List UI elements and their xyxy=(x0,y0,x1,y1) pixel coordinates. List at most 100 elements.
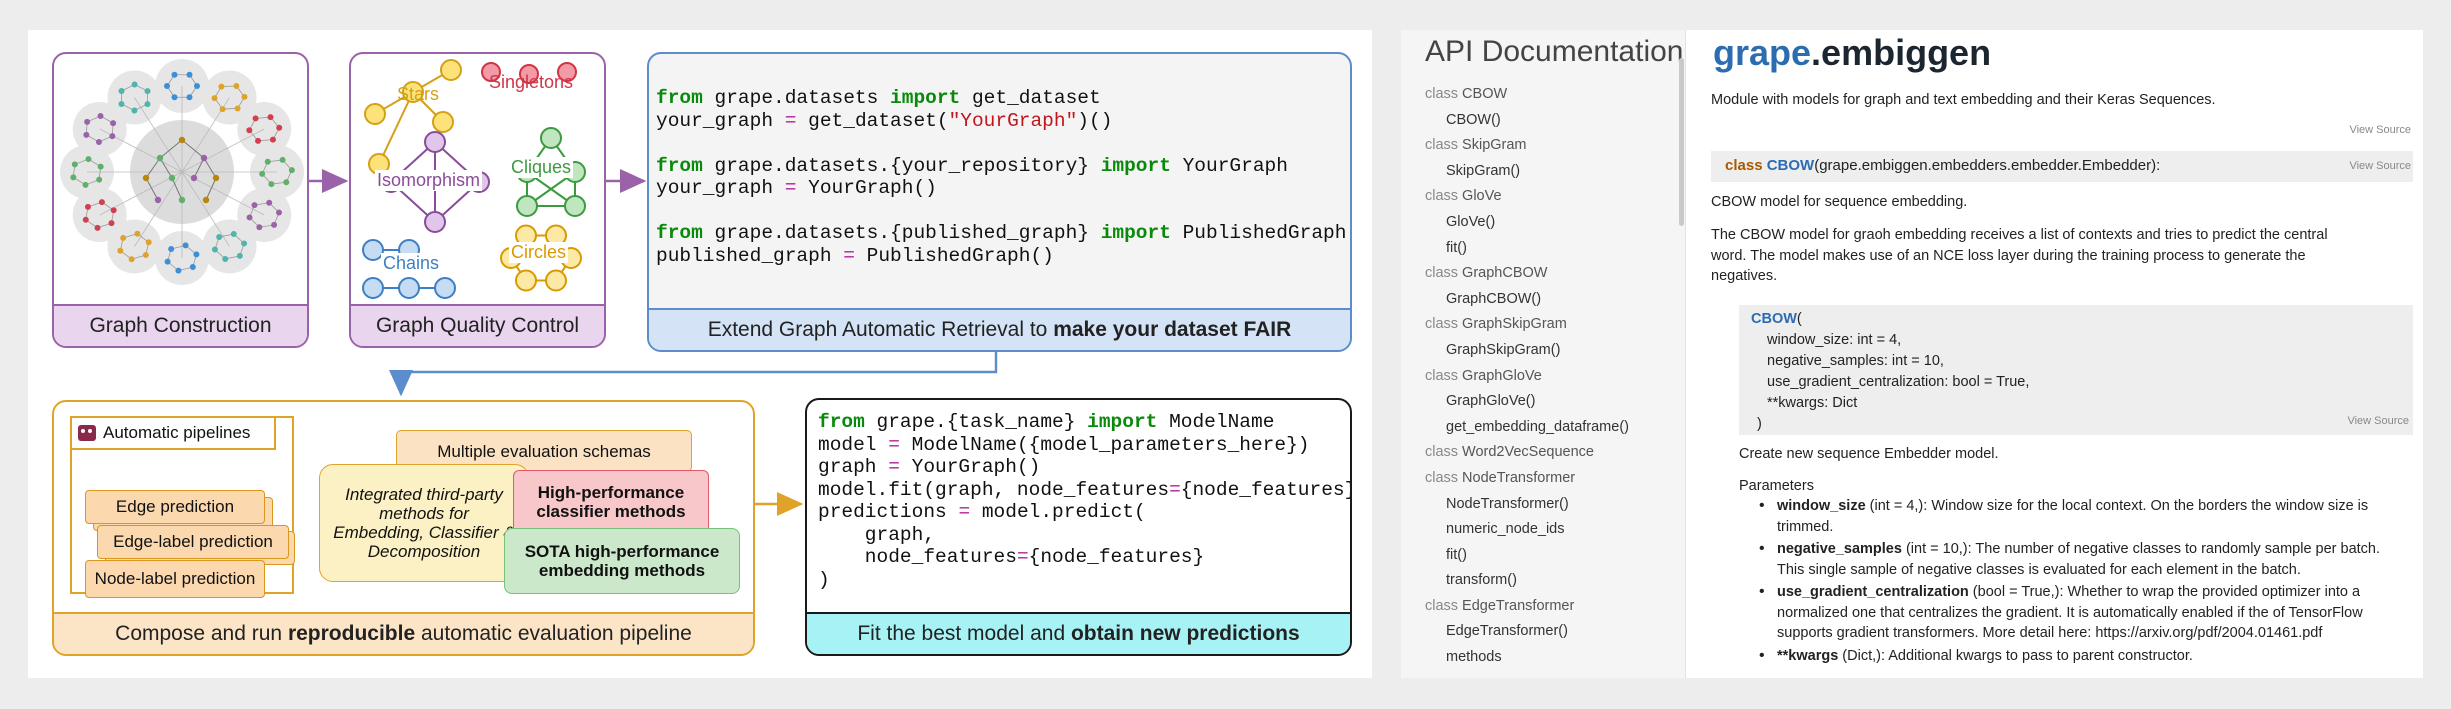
code-token: import xyxy=(1087,411,1158,433)
node xyxy=(266,199,273,206)
fit-code-line: graph = YourGraph() xyxy=(818,456,1350,479)
code-token: import xyxy=(890,87,961,109)
retrieval-caption-prefix: Extend Graph Automatic Retrieval to xyxy=(707,318,1054,341)
sidebar-scrollbar[interactable] xyxy=(1679,58,1684,226)
node xyxy=(164,83,170,89)
view-source-constructor[interactable]: View Source xyxy=(2347,415,2409,427)
sidebar-member-link[interactable]: fit() xyxy=(1425,236,1675,262)
node xyxy=(82,216,89,223)
node xyxy=(145,239,152,246)
sidebar-member-link[interactable]: GloVe() xyxy=(1425,210,1675,236)
fit-code-line: graph, xyxy=(818,523,1350,547)
module-description: Module with models for graph and text em… xyxy=(1711,92,2216,108)
view-source-class[interactable]: View Source xyxy=(2349,160,2411,172)
node xyxy=(193,251,200,258)
module-title: grape.embiggen xyxy=(1713,32,1991,74)
sidebar-member-link[interactable]: CBOW() xyxy=(1425,108,1675,134)
node xyxy=(186,71,193,78)
module-title-prefix[interactable]: grape xyxy=(1713,32,1812,73)
node xyxy=(246,127,253,134)
node xyxy=(276,209,283,216)
sidebar-item-label: fit() xyxy=(1446,546,1467,563)
parameter-description: : Whether to wrap the provided optimizer… xyxy=(1777,584,2363,641)
retrieval-code-line: from grape.datasets import get_dataset xyxy=(656,87,1346,110)
singleton-node xyxy=(557,62,577,82)
sidebar-class-keyword: class xyxy=(1425,597,1459,614)
sidebar-member-link[interactable]: transform() xyxy=(1425,568,1675,594)
code-token: = xyxy=(888,433,900,456)
node xyxy=(168,246,175,253)
sidebar-item-label: methods xyxy=(1446,649,1502,666)
clique-node xyxy=(564,195,586,217)
third-party-methods: Integrated third-party methods for Embed… xyxy=(319,464,529,582)
class-name-link[interactable]: CBOW xyxy=(1766,157,1815,174)
graph-construction-box: Graph Construction xyxy=(52,52,309,348)
parameter-name: use_gradient_centralization xyxy=(1777,584,1969,600)
node xyxy=(283,179,290,186)
view-source-module[interactable]: View Source xyxy=(2349,124,2411,136)
code-token: model xyxy=(818,433,889,456)
node xyxy=(230,231,237,238)
node xyxy=(168,174,176,182)
class-keyword: class xyxy=(1725,157,1763,174)
fit-code-line: from grape.{task_name} import ModelName xyxy=(818,411,1350,434)
node xyxy=(269,136,276,143)
constructor-open-paren: ( xyxy=(1796,311,1802,327)
constructor-signature-box: CBOW( window_size: int = 4, negative_sam… xyxy=(1739,305,2413,435)
code-token: grape.datasets.{published_graph} xyxy=(702,222,1101,244)
embedding-methods: SOTA high-performance embedding methods xyxy=(504,528,740,594)
sidebar-member-link[interactable]: GraphCBOW() xyxy=(1425,287,1675,313)
retrieval-caption-bold: make your dataset FAIR xyxy=(1053,318,1292,341)
star-node xyxy=(432,111,454,133)
node xyxy=(241,240,248,247)
evaluation-caption: Compose and run reproducible automatic e… xyxy=(54,612,753,654)
cluster-link xyxy=(181,171,230,247)
sidebar-member-link[interactable]: GraphSkipGram() xyxy=(1425,338,1675,364)
node xyxy=(97,163,104,170)
node xyxy=(216,234,223,241)
retrieval-code-line xyxy=(656,132,1346,155)
sidebar-member-link[interactable]: fit() xyxy=(1425,543,1675,569)
node xyxy=(259,170,266,177)
node xyxy=(202,196,210,204)
node xyxy=(211,246,218,253)
fit-caption-bold: obtain new predictions xyxy=(1070,622,1300,645)
sidebar-member-link[interactable]: methods xyxy=(1425,645,1675,671)
sidebar-member-link[interactable]: get_embedding_dataframe() xyxy=(1425,415,1675,441)
sidebar-member-link[interactable]: numeric_node_ids xyxy=(1425,517,1675,543)
code-token: published_graph xyxy=(656,244,844,267)
edge xyxy=(145,177,159,201)
sidebar-class-keyword: class xyxy=(1425,265,1459,282)
node xyxy=(142,252,149,259)
code-token: model.predict( xyxy=(970,501,1146,523)
node xyxy=(83,131,90,138)
constructor-name[interactable]: CBOW xyxy=(1751,311,1797,327)
code-token: from xyxy=(818,411,865,433)
sidebar-member-link[interactable]: SkipGram() xyxy=(1425,159,1675,185)
arrow-retrieval-to-evaluation xyxy=(389,351,998,397)
sidebar-item-label: GloVe() xyxy=(1446,213,1496,230)
constructor-param: negative_samples: int = 10, xyxy=(1767,353,1944,369)
sidebar-member-link[interactable]: EdgeTransformer() xyxy=(1425,619,1675,645)
classifier-methods: High-performance classifier methods xyxy=(513,470,709,534)
sidebar-member-link[interactable]: GraphGloVe() xyxy=(1425,389,1675,415)
sidebar-item-label: EdgeTransformer xyxy=(1462,597,1575,614)
code-token: graph, xyxy=(818,523,936,546)
singleton-node xyxy=(519,64,539,84)
sidebar-member-link[interactable]: NodeTransformer() xyxy=(1425,492,1675,518)
star-edge xyxy=(378,91,414,165)
node xyxy=(171,94,178,101)
